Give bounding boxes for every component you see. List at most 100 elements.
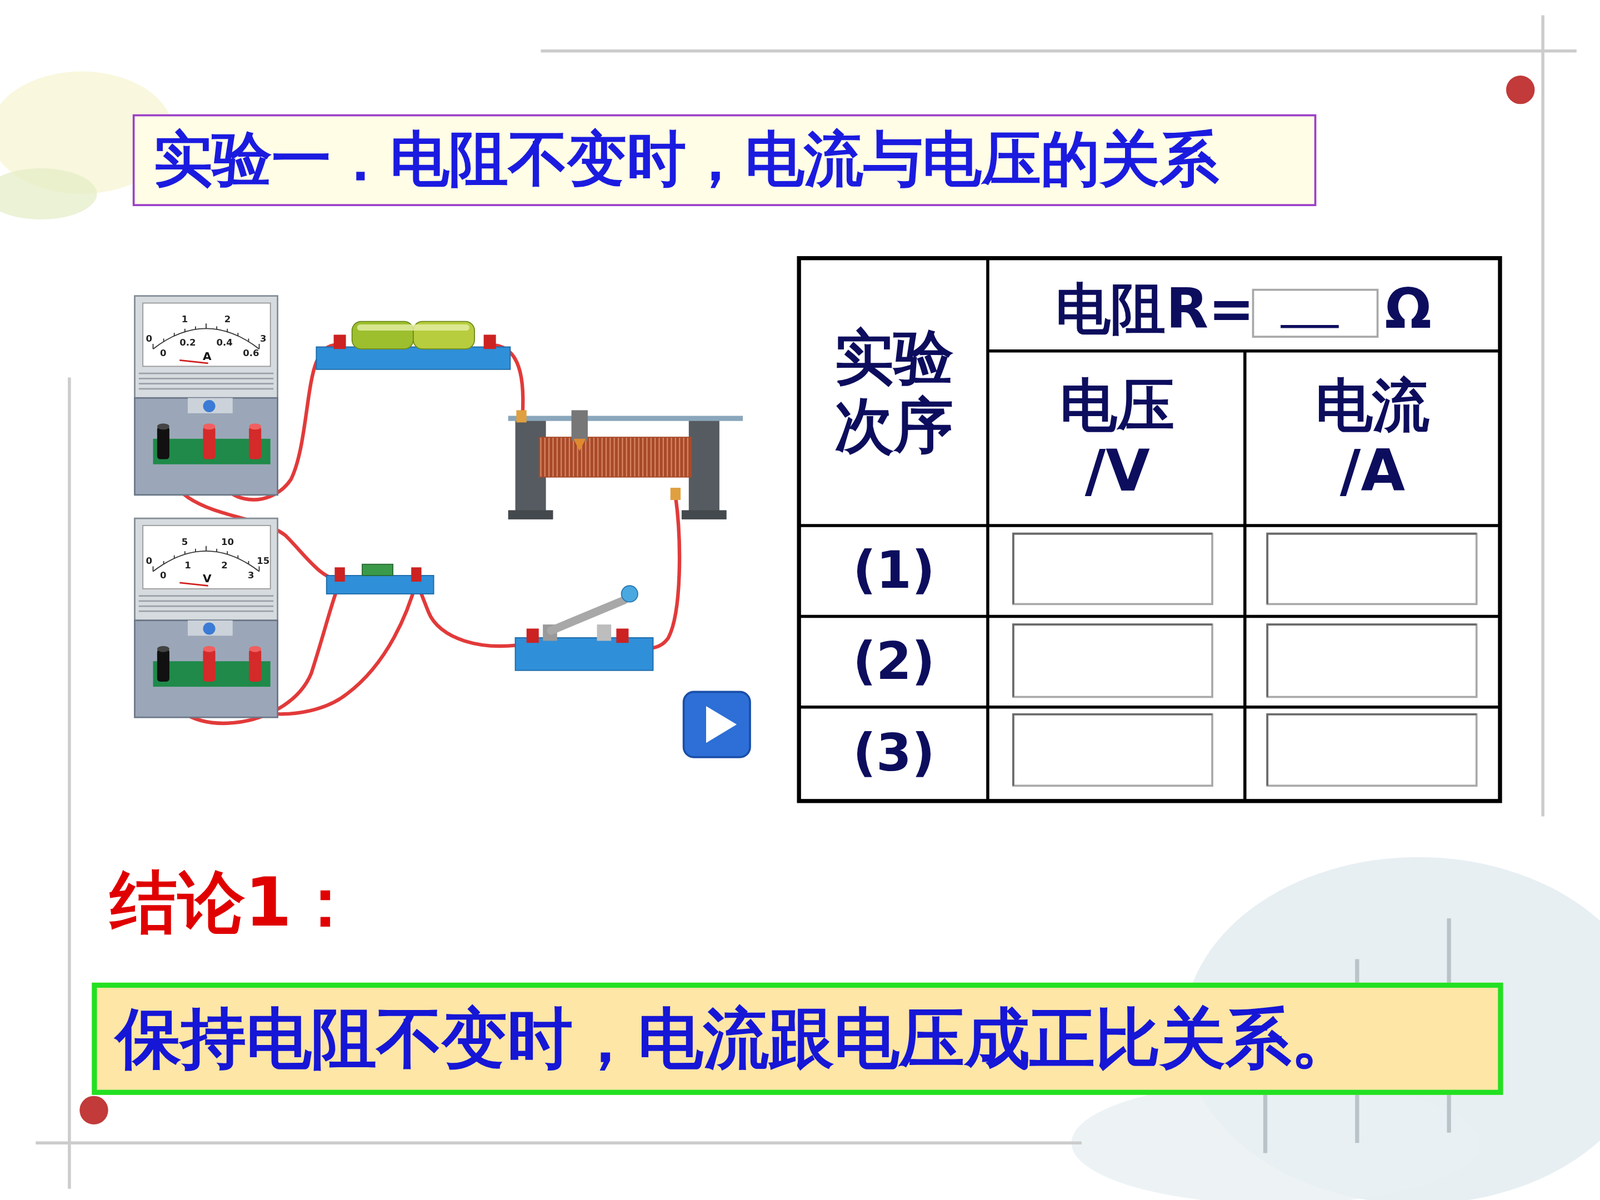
scale-number: 1 xyxy=(184,560,192,571)
unit-symbol: Ω xyxy=(1385,277,1432,342)
input-bevel xyxy=(1267,624,1477,697)
frame-line xyxy=(1541,15,1545,817)
meter-tick xyxy=(184,328,186,333)
meter-tick xyxy=(226,551,228,555)
meter-tick xyxy=(226,328,228,333)
terminal-post xyxy=(334,567,345,582)
scale-number: 1 xyxy=(181,313,189,325)
scale-number: 2 xyxy=(224,313,232,325)
coil-turn xyxy=(585,437,587,477)
meter-case xyxy=(134,296,278,399)
table-rule xyxy=(986,258,990,802)
meter-tick xyxy=(163,338,165,342)
terminal-cap xyxy=(157,423,170,430)
scale-number: 0 xyxy=(160,347,167,359)
scale-number: 5 xyxy=(181,536,189,548)
coil-turn xyxy=(589,437,591,477)
meter-tick xyxy=(163,561,165,565)
coil-turn xyxy=(678,437,680,477)
meter-stripe xyxy=(138,377,274,380)
resistor-body xyxy=(362,564,393,576)
table-header: 电压 /V xyxy=(1048,373,1187,505)
coil-turn xyxy=(675,437,677,477)
scale-number: 0.6 xyxy=(242,347,259,359)
input-box xyxy=(1013,714,1213,787)
coil-turn xyxy=(609,437,611,477)
meter-tab xyxy=(187,397,233,414)
coil-turn xyxy=(540,437,542,477)
rheostat-slider xyxy=(571,410,588,441)
coil-turn xyxy=(556,437,558,477)
table-rule xyxy=(798,705,1500,709)
terminal-cap xyxy=(157,646,170,653)
input-bevel xyxy=(1267,714,1477,787)
meter-stripe xyxy=(138,600,274,602)
coil-turn xyxy=(670,437,672,477)
scale-number: 0 xyxy=(145,333,153,344)
battery-highlight xyxy=(357,324,470,331)
meter-unit: A xyxy=(202,350,212,364)
rheostat-foot xyxy=(508,510,554,520)
meter-tab xyxy=(187,620,233,637)
meter-tick xyxy=(195,548,197,553)
scale-number: 2 xyxy=(221,560,228,571)
terminal-post xyxy=(670,487,681,500)
conclusion-label: 结论1： xyxy=(110,864,359,942)
coil-turn xyxy=(605,437,607,477)
table-rule xyxy=(1243,351,1247,802)
coil-turn xyxy=(662,437,664,477)
switch-blade xyxy=(551,600,625,631)
input-bevel xyxy=(1013,624,1213,697)
meter-tick xyxy=(258,566,260,572)
scale-number: 3 xyxy=(247,570,255,581)
meter-stripe xyxy=(138,387,274,390)
meter-stripe xyxy=(138,372,274,375)
meter-tick xyxy=(152,343,154,349)
meter-tick xyxy=(205,546,207,552)
coil-turn xyxy=(642,437,644,477)
table-frame xyxy=(798,258,1500,802)
input-box xyxy=(1267,624,1477,697)
rheostat-support xyxy=(688,420,720,515)
input-bevel xyxy=(1267,533,1477,605)
scale-number: 15 xyxy=(256,556,270,567)
terminal-post xyxy=(483,334,497,349)
meter-tick xyxy=(237,555,239,559)
input-box xyxy=(1267,533,1477,605)
meter-base xyxy=(134,397,278,495)
blank-underline xyxy=(1280,325,1339,329)
frame-line xyxy=(35,1141,1082,1145)
meter-tick xyxy=(173,555,175,559)
coil-turn xyxy=(568,437,570,477)
meter-dial xyxy=(142,303,271,367)
meter xyxy=(134,296,278,495)
meter-stripe xyxy=(138,382,274,385)
battery-base xyxy=(316,346,510,369)
coil-turn xyxy=(552,437,554,477)
row-number: (1) xyxy=(852,542,935,602)
meter-scale-arc xyxy=(153,328,260,349)
coil-turn xyxy=(633,437,635,477)
scale-number: 10 xyxy=(221,536,234,548)
coil-turn xyxy=(630,437,632,477)
terminal-post xyxy=(333,334,347,349)
meter-case xyxy=(134,518,278,621)
table-rule xyxy=(798,523,1500,528)
input-box xyxy=(1267,714,1477,787)
meter-tick xyxy=(173,332,175,337)
meter-tick xyxy=(205,323,207,329)
coil-turn xyxy=(548,437,550,477)
input-box xyxy=(1013,533,1213,605)
meter-knob xyxy=(203,622,216,635)
coil-turn xyxy=(593,437,595,477)
coil-turn xyxy=(617,437,619,477)
coil-turn xyxy=(654,437,656,477)
play-button xyxy=(683,691,750,758)
table-rule xyxy=(798,615,1500,619)
coil-turn xyxy=(544,437,546,477)
meter-stripe xyxy=(138,605,274,608)
coil-turn xyxy=(572,437,574,477)
input-box xyxy=(1013,624,1213,697)
meter-tick xyxy=(216,548,218,553)
